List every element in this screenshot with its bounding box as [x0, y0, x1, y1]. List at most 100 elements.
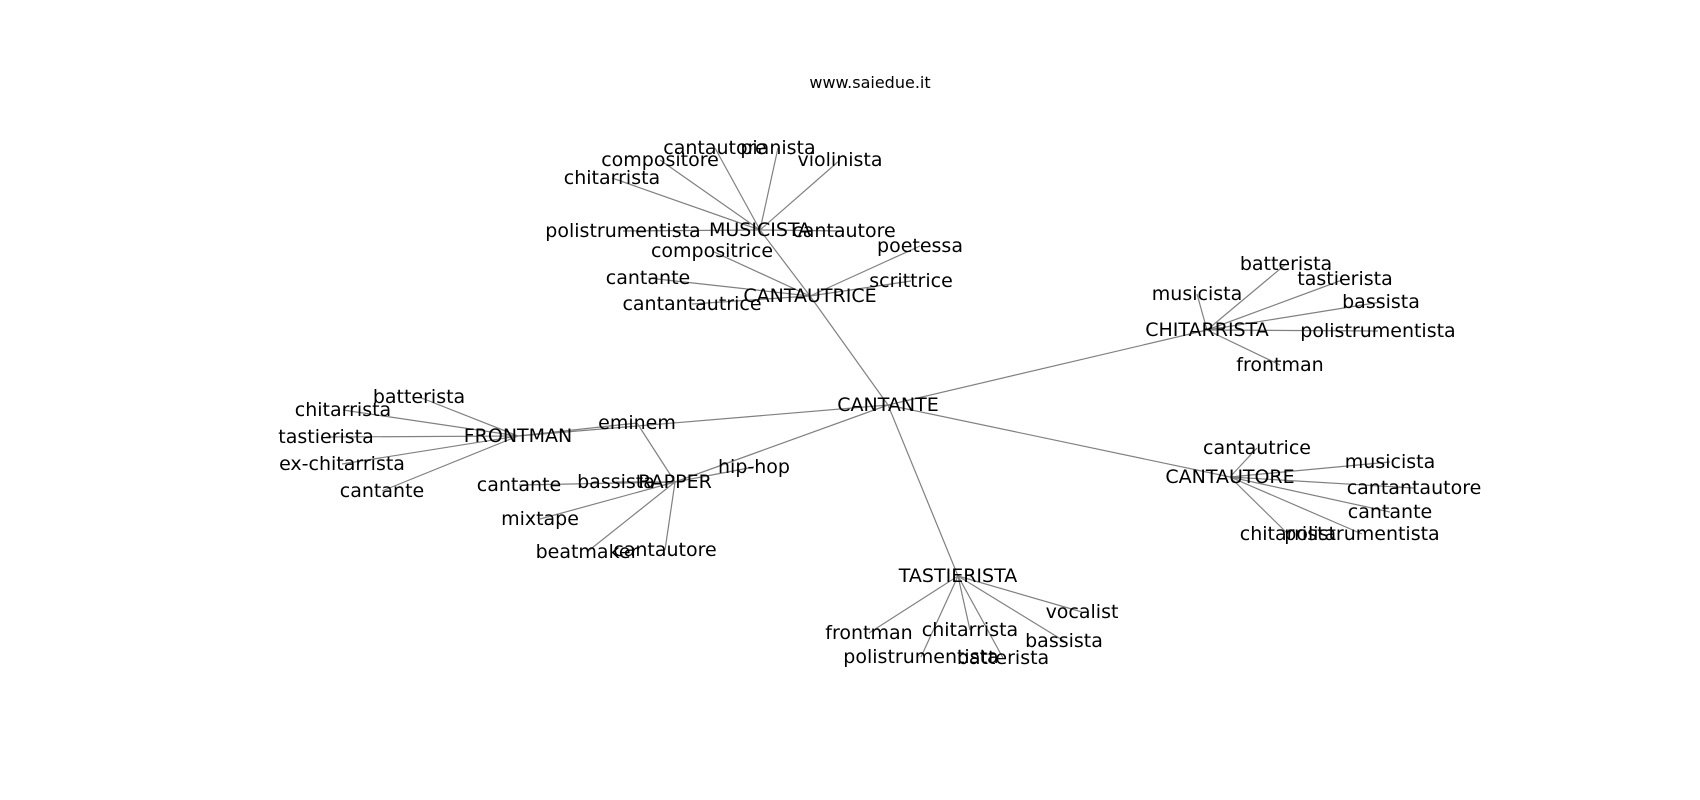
node-label-16: poetessa: [877, 235, 963, 257]
node-label-47: bassista: [1025, 630, 1103, 652]
node-label-11: violinista: [797, 149, 882, 171]
node-label-34: bassista: [577, 471, 655, 493]
edge-2: [517, 404, 889, 437]
node-label-12: chitarrista: [564, 167, 660, 189]
node-label-22: musicista: [1152, 283, 1242, 305]
edge-3: [674, 404, 889, 483]
node-label-25: frontman: [1236, 354, 1323, 376]
edge-12: [622, 229, 761, 232]
edge-44: [957, 575, 1083, 613]
node-label-5: RAPPER: [638, 471, 712, 493]
node-label-30: cantante: [340, 480, 424, 502]
edge-31: [636, 422, 676, 483]
node-label-0: CANTANTE: [837, 394, 938, 416]
node-label-19: cantantautrice: [622, 293, 761, 315]
edge-18: [691, 295, 811, 305]
edge-16: [647, 277, 811, 297]
node-label-31: eminem: [598, 412, 676, 434]
edge-9: [659, 159, 761, 231]
edge-41: [1229, 476, 1391, 513]
edge-48: [920, 575, 959, 658]
edge-29: [381, 435, 519, 492]
node-label-15: compositrice: [651, 240, 773, 262]
node-label-23: bassista: [1342, 291, 1420, 313]
edge-5: [887, 404, 959, 577]
node-label-26: batterista: [373, 386, 465, 408]
node-label-45: frontman: [825, 622, 912, 644]
node-label-40: cantantautore: [1347, 477, 1482, 499]
node-label-46: chitarrista: [922, 619, 1018, 641]
edge-8: [759, 147, 779, 231]
edge-49: [957, 575, 1004, 659]
node-label-17: cantante: [606, 267, 690, 289]
edge-46: [957, 575, 971, 631]
node-label-32: hip-hop: [718, 456, 790, 478]
edge-42: [1229, 476, 1289, 535]
node-label-29: ex-chitarrista: [279, 453, 405, 475]
node-label-44: vocalist: [1046, 601, 1119, 623]
edge-layer: [325, 147, 1415, 659]
edge-32: [674, 466, 755, 483]
node-label-4: FRONTMAN: [464, 425, 573, 447]
edge-36: [586, 481, 676, 553]
edge-30: [517, 422, 638, 437]
edge-35: [539, 481, 676, 520]
node-label-48: polistrumentista: [843, 646, 998, 668]
edge-10: [759, 159, 841, 231]
edge-27: [325, 435, 519, 438]
node-label-36: beatmaker: [536, 541, 639, 563]
node-label-38: cantautrice: [1203, 437, 1311, 459]
edge-25: [418, 396, 519, 437]
node-label-33: cantante: [477, 474, 561, 496]
node-label-28: tastierista: [278, 426, 374, 448]
edge-6: [759, 229, 811, 297]
node-label-2: CANTAUTRICE: [743, 285, 876, 307]
node-label-27: chitarrista: [295, 399, 391, 421]
node-label-layer: CANTANTE MUSICISTA CANTAUTRICE CHITARRISTA F…: [278, 137, 1481, 669]
edge-28: [341, 435, 519, 465]
node-label-37: cantautore: [613, 539, 716, 561]
node-label-41: cantante: [1348, 501, 1432, 523]
node-label-43: polistrumentista: [1284, 523, 1439, 545]
node-label-1: MUSICISTA: [709, 219, 811, 241]
edge-4: [887, 404, 1231, 478]
node-label-13: polistrumentista: [545, 220, 700, 242]
node-label-21: tastierista: [1297, 268, 1393, 290]
edge-37: [664, 481, 676, 551]
edge-22: [1206, 301, 1382, 331]
node-label-39: musicista: [1345, 451, 1435, 473]
edge-39: [1229, 461, 1391, 478]
node-label-24: polistrumentista: [1300, 320, 1455, 342]
node-label-6: CANTAUTORE: [1165, 466, 1294, 488]
node-label-9: pianista: [740, 137, 815, 159]
edge-20: [1206, 278, 1346, 331]
edge-7: [714, 147, 761, 231]
edge-47: [957, 575, 1065, 642]
edge-14: [711, 250, 811, 297]
node-label-35: mixtape: [501, 508, 579, 530]
node-label-49: batterista: [957, 647, 1049, 669]
edge-21: [1196, 293, 1208, 331]
edge-38: [1229, 447, 1258, 478]
edge-24: [1206, 329, 1281, 366]
edge-0: [809, 295, 889, 406]
edge-26: [342, 409, 519, 437]
node-label-7: TASTIERISTA: [898, 565, 1017, 587]
edge-43: [1229, 476, 1363, 535]
node-label-8: cantautore: [663, 137, 766, 159]
edge-1: [887, 329, 1208, 406]
edge-19: [1206, 263, 1287, 331]
node-label-3: CHITARRISTA: [1145, 319, 1268, 341]
node-label-10: compositore: [601, 149, 719, 171]
edge-15: [809, 245, 921, 297]
edge-13: [759, 229, 845, 232]
edge-45: [868, 575, 959, 634]
node-label-14: cantautore: [792, 220, 895, 242]
edge-23: [1206, 329, 1379, 332]
node-label-18: scrittrice: [869, 270, 953, 292]
edge-17: [809, 280, 912, 297]
node-label-42: chitarrista: [1240, 523, 1336, 545]
site-title: www.saiedue.it: [809, 73, 930, 92]
edge-40: [1229, 476, 1415, 489]
